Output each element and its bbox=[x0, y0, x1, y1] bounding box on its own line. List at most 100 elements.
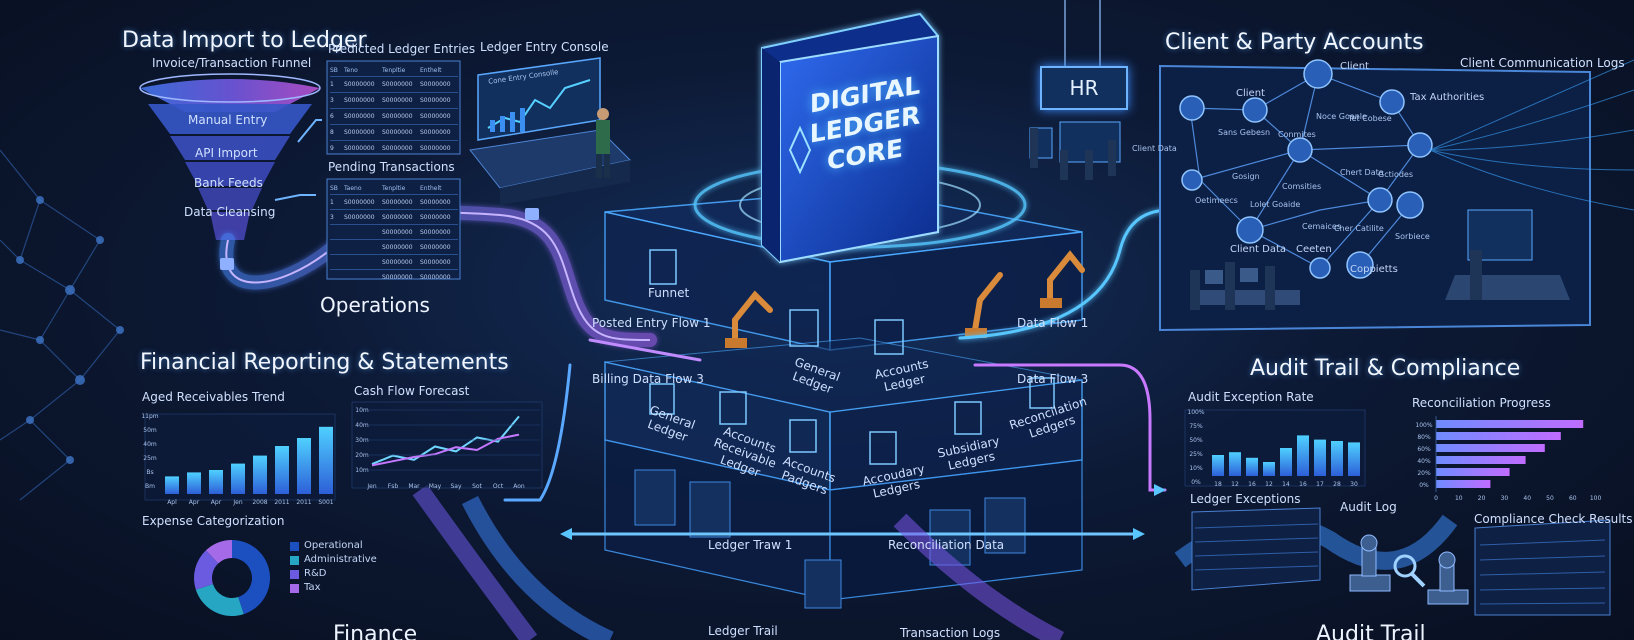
bar bbox=[1436, 480, 1491, 488]
table-cell: 1 bbox=[330, 81, 334, 88]
bar bbox=[1331, 441, 1343, 476]
node-label: Gctiodes bbox=[1378, 170, 1414, 179]
bar bbox=[1212, 455, 1224, 476]
table-cell: S0000000 bbox=[382, 243, 413, 251]
table-cell: S0000000 bbox=[344, 81, 375, 88]
section-title-operations: Operations bbox=[320, 293, 430, 317]
client-network-board bbox=[1159, 59, 1634, 332]
header-cell: Tenpltie bbox=[382, 66, 406, 74]
tick-label: 30m bbox=[355, 437, 369, 444]
legend-swatch bbox=[290, 542, 299, 551]
bar bbox=[1436, 468, 1510, 476]
tick-label: 12 bbox=[1265, 481, 1273, 488]
table-cell: S0000000 bbox=[382, 129, 413, 136]
table-cell: S0000000 bbox=[344, 145, 375, 152]
ledger-exceptions-label: Ledger Exceptions bbox=[1190, 492, 1301, 506]
section-title-financial-reporting: Financial Reporting & Statements bbox=[140, 350, 509, 375]
aged-receivables-title: Aged Receivables Trend bbox=[142, 390, 285, 404]
tick-label: 0% bbox=[1191, 479, 1201, 486]
table-cell: S0000000 bbox=[382, 258, 413, 266]
bar bbox=[1314, 439, 1326, 476]
table-cell: S0000000 bbox=[382, 113, 413, 120]
tick-label: Apr bbox=[189, 499, 200, 506]
cash-flow-title: Cash Flow Forecast bbox=[354, 384, 470, 398]
compliance-results-label: Compliance Check Results bbox=[1474, 512, 1633, 526]
table-cell: S0000000 bbox=[382, 213, 413, 221]
table-cell: 8 bbox=[330, 129, 334, 136]
table-cell: S0000000 bbox=[420, 258, 451, 266]
tick-label: 12 bbox=[1231, 481, 1239, 488]
tick-label: Bm bbox=[145, 483, 155, 490]
tick-label: 0% bbox=[1419, 482, 1429, 489]
table-cell: S0000000 bbox=[344, 129, 375, 136]
bar bbox=[1348, 442, 1360, 476]
legend-label: R&D bbox=[304, 568, 327, 579]
node-label: Gosign bbox=[1232, 172, 1260, 181]
bar bbox=[1263, 462, 1275, 476]
node-label: Conmites bbox=[1278, 130, 1316, 139]
tick-label: 25% bbox=[1189, 451, 1203, 458]
tick-label: 50m bbox=[143, 427, 157, 434]
series-line bbox=[371, 433, 520, 467]
donut-slice bbox=[205, 540, 232, 564]
bar bbox=[1280, 448, 1292, 476]
tick-label: Bs bbox=[146, 469, 153, 476]
tick-label: 60 bbox=[1569, 495, 1577, 502]
bar bbox=[1436, 456, 1526, 464]
tick-label: 16 bbox=[1248, 481, 1256, 488]
ledger-book-graphic bbox=[761, 12, 939, 264]
table-cell: S0000000 bbox=[344, 113, 375, 120]
tick-label: 40m bbox=[143, 441, 157, 448]
table-cell: S0000000 bbox=[420, 129, 451, 136]
tick-label: 40% bbox=[1417, 458, 1431, 465]
node-label: Chert Data bbox=[1340, 168, 1384, 177]
tick-label: Jen bbox=[232, 499, 242, 506]
node-label: Client Data bbox=[1230, 244, 1287, 255]
predicted-entries-title: Predicted Ledger Entries bbox=[328, 42, 476, 56]
tick-label: 30 bbox=[1350, 481, 1358, 488]
pending-transactions-title: Pending Transactions bbox=[328, 160, 455, 174]
bar bbox=[1436, 432, 1561, 440]
hr-sign: HR bbox=[1040, 66, 1128, 110]
bar bbox=[1229, 452, 1241, 476]
table-cell: S0000000 bbox=[420, 113, 451, 120]
flow-label-ledger-trail: Ledger Trail bbox=[708, 624, 778, 638]
header-cell: Taeno bbox=[344, 184, 362, 192]
console-title: Ledger Entry Console bbox=[480, 40, 609, 54]
tick-label: 2011 bbox=[296, 499, 311, 506]
bar bbox=[253, 455, 267, 494]
bar bbox=[1297, 435, 1309, 476]
node-label: Client Data bbox=[1132, 144, 1177, 153]
bar bbox=[1246, 457, 1258, 476]
table-cell: S0000000 bbox=[420, 273, 451, 281]
tick-label: 100% bbox=[1415, 422, 1432, 429]
table-cell: S0000000 bbox=[382, 228, 413, 236]
donut-slice bbox=[193, 550, 219, 590]
table-cell: S0000000 bbox=[420, 243, 451, 251]
table-row: S0000000 S0000000 bbox=[330, 239, 458, 254]
tick-label: 50% bbox=[1189, 437, 1203, 444]
expense-title: Expense Categorization bbox=[142, 514, 285, 528]
node-label: Sans Gebesn bbox=[1218, 128, 1271, 137]
node-label: Sorbiece bbox=[1395, 232, 1430, 241]
tick-label: 10 bbox=[1455, 495, 1463, 502]
flow-label-data-flow-3: Data Flow 3 bbox=[1017, 372, 1089, 386]
table-row: S0000000 S0000000 bbox=[330, 269, 458, 284]
section-title-data-import: Data Import to Ledger bbox=[122, 28, 367, 53]
tick-label: 0 bbox=[1434, 495, 1438, 502]
node-label: Comsities bbox=[1282, 182, 1322, 191]
table-cell: S0000000 bbox=[420, 97, 451, 104]
table-cell: S0000000 bbox=[382, 273, 413, 281]
tick-label: May bbox=[429, 483, 442, 490]
table-cell: 1 bbox=[330, 198, 334, 206]
tick-label: 75% bbox=[1189, 423, 1203, 430]
header-cell: Tenpltie bbox=[382, 184, 406, 192]
header-cell: Teno bbox=[344, 66, 358, 74]
tick-label: S001 bbox=[318, 499, 333, 506]
